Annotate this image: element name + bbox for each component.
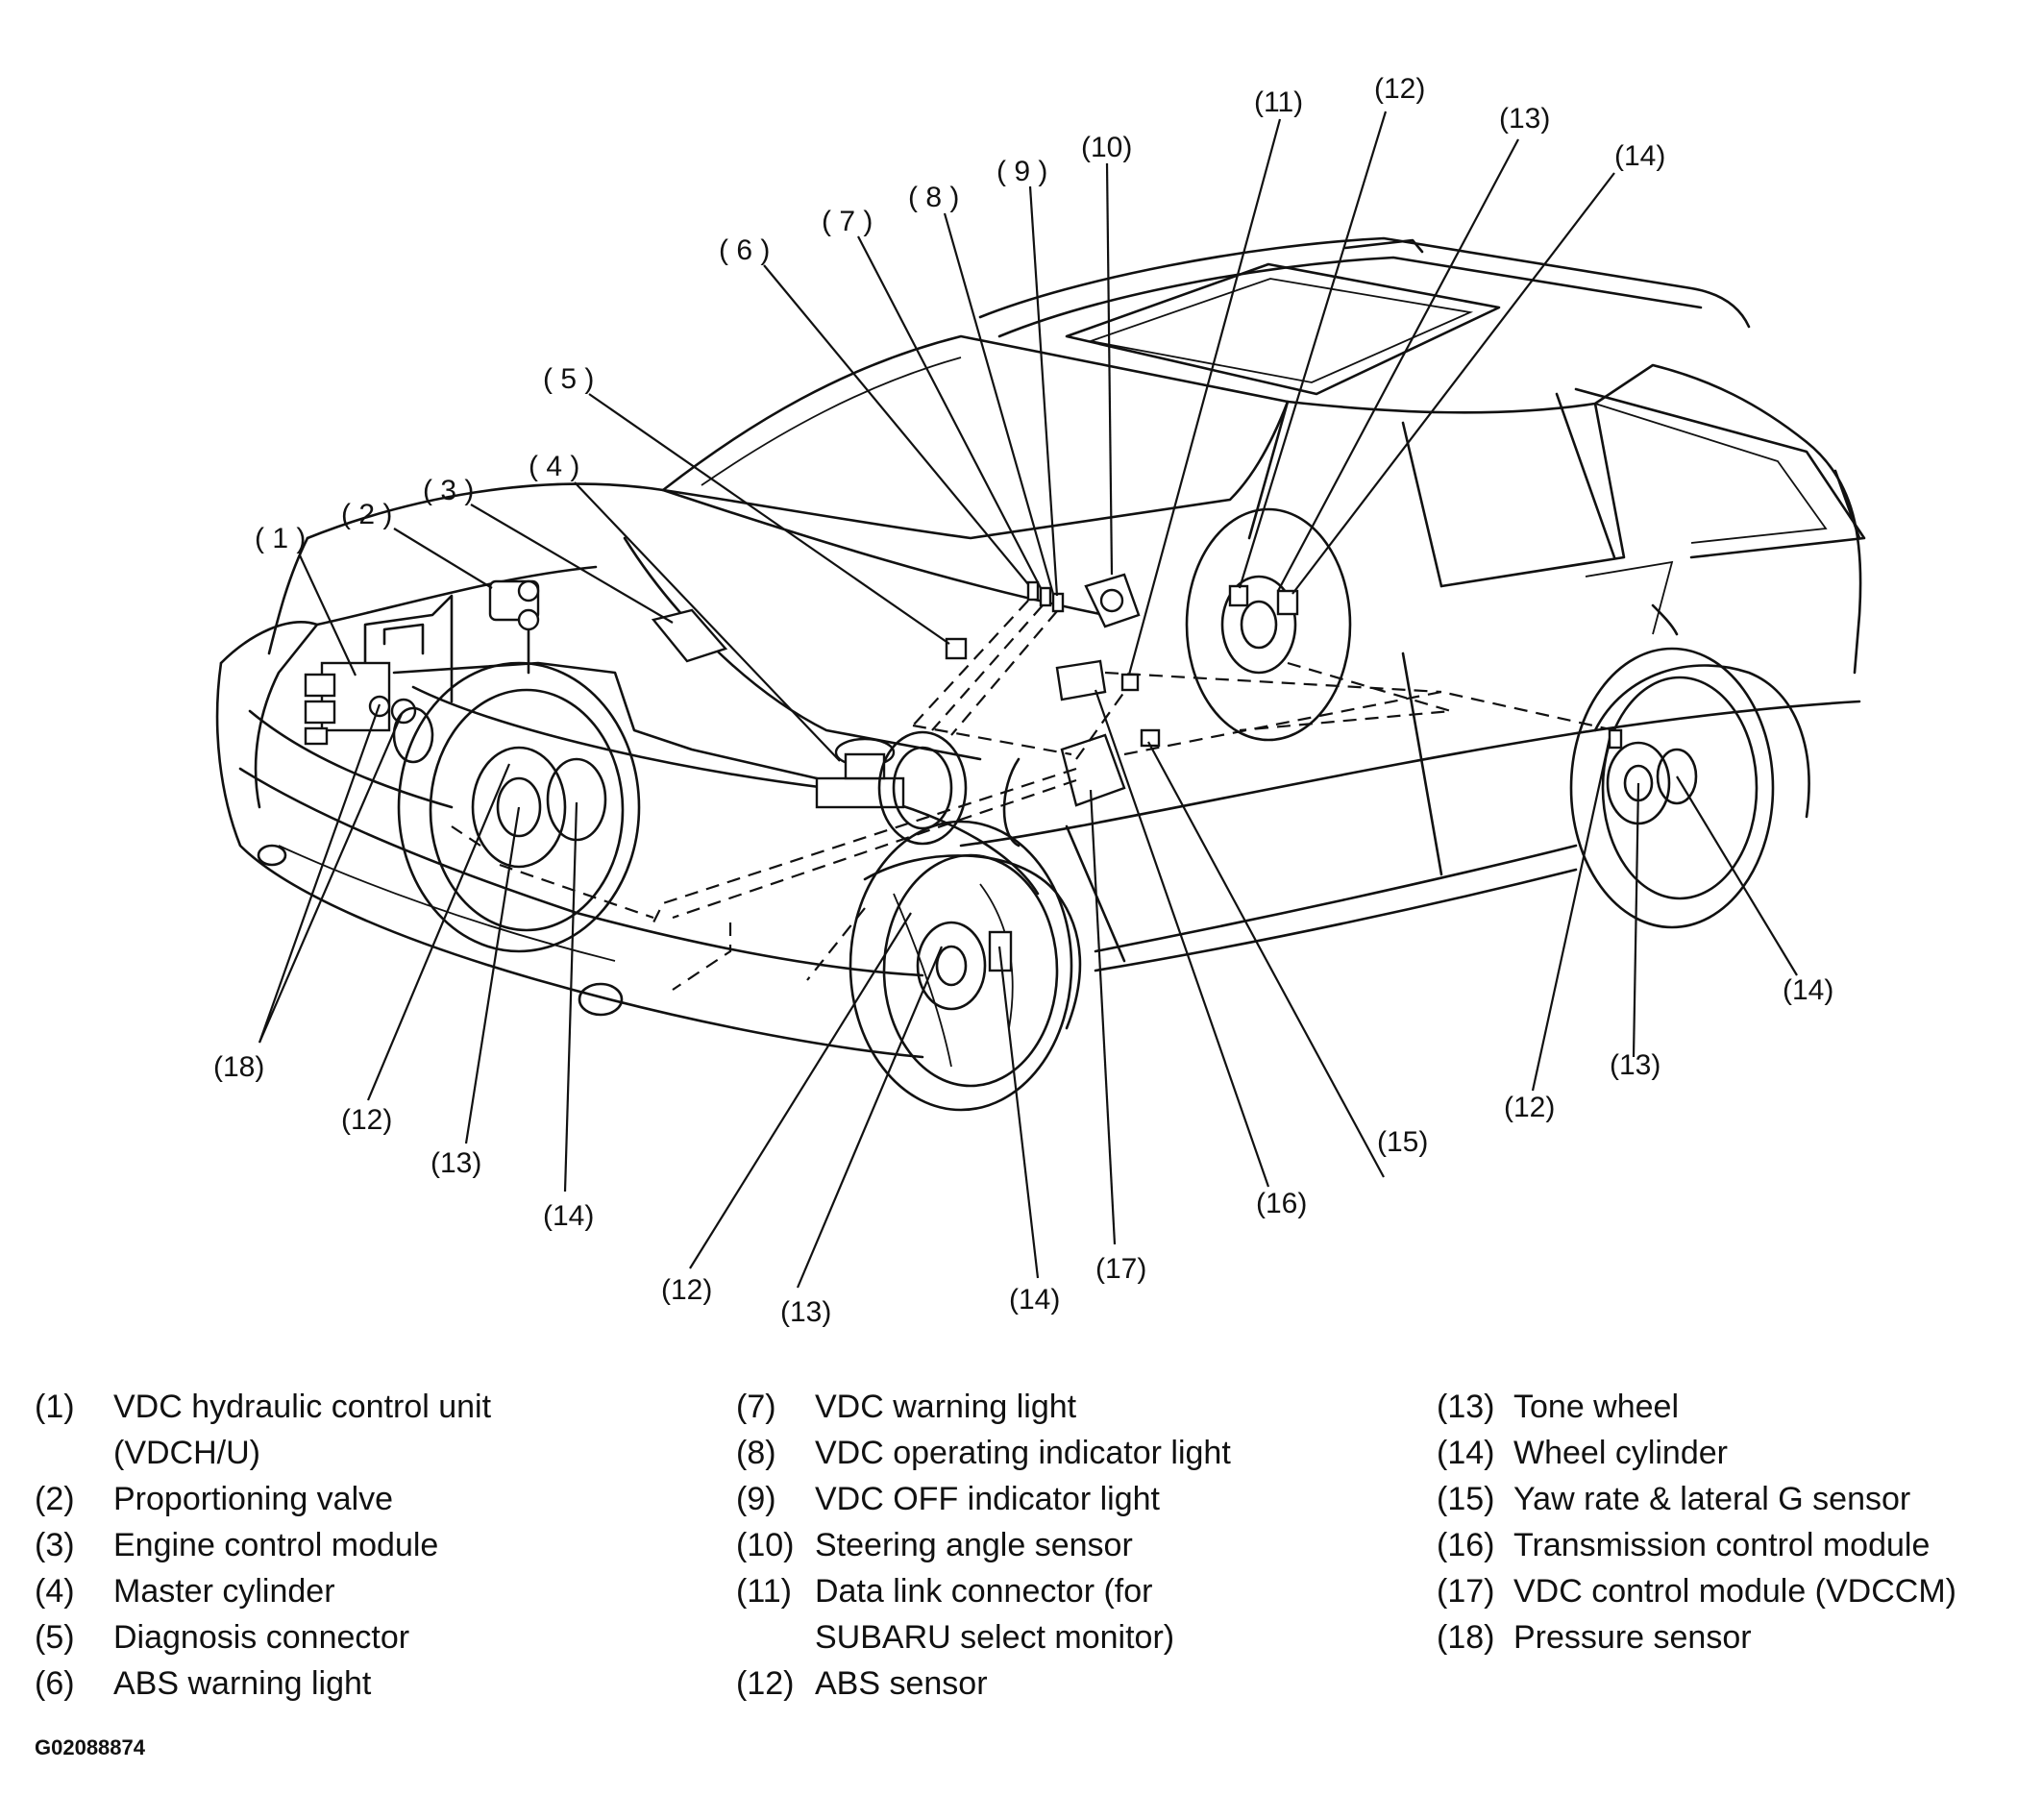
vdc-hydraulic-control-unit	[304, 661, 434, 764]
master-cylinder	[815, 730, 968, 846]
callout-2: ( 2 )	[341, 499, 392, 530]
callout-15: (15)	[1377, 1126, 1428, 1158]
legend-item: (VDCH/U)	[113, 1435, 260, 1471]
steering-angle-sensor	[1084, 573, 1141, 628]
callout-5: ( 5 )	[543, 363, 594, 395]
legend-item: SUBARU select monitor)	[815, 1619, 1175, 1656]
callout-1: ( 1 )	[255, 523, 306, 554]
callout-9: ( 9 )	[996, 156, 1047, 187]
legend-item: (10) Steering angle sensor	[736, 1527, 1133, 1563]
vdc-component-location-diagram: ( 1 ) ( 2 ) ( 3 ) ( 4 ) ( 5 ) ( 6 ) ( 7 …	[213, 73, 1866, 1328]
legend-item: (8) VDC operating indicator light	[736, 1435, 1231, 1471]
legend-item: (14) Wheel cylinder	[1437, 1435, 1728, 1471]
legend-item: (3) Engine control module	[35, 1527, 439, 1563]
callout-12-front-right: (12)	[661, 1274, 712, 1306]
callout-16: (16)	[1256, 1188, 1307, 1219]
transmission-control-module	[1055, 659, 1107, 701]
callout-12-rear: (12)	[1504, 1092, 1555, 1123]
legend-item: (7) VDC warning light	[736, 1389, 1077, 1425]
callout-8: ( 8 )	[908, 182, 959, 213]
legend-item: (9) VDC OFF indicator light	[736, 1481, 1160, 1517]
legend-item: (4) Master cylinder	[35, 1573, 335, 1610]
rear-left-wheel	[1185, 507, 1352, 742]
callout-13-rear: (13)	[1610, 1049, 1660, 1081]
front-left-wheel	[397, 661, 641, 953]
callout-10: (10)	[1081, 132, 1132, 163]
callout-6: ( 6 )	[719, 234, 770, 266]
legend-item: (12) ABS sensor	[736, 1665, 988, 1702]
callout-11-top: (11)	[1254, 86, 1303, 118]
diagnosis-connector	[945, 637, 968, 660]
legend-item: (2) Proportioning valve	[35, 1481, 394, 1517]
callout-13-front-left: (13)	[430, 1147, 481, 1179]
legend-item: (1) VDC hydraulic control unit	[35, 1389, 492, 1425]
legend-item: (5) Diagnosis connector	[35, 1619, 410, 1656]
legend-column-2: (7) VDC warning light (8) VDC operating …	[736, 1384, 1409, 1707]
callout-14-rear: (14)	[1783, 974, 1833, 1006]
legend-item: (17) VDC control module (VDCCM)	[1437, 1573, 1956, 1610]
callout-13-front-right: (13)	[780, 1296, 831, 1328]
legend-item: (6) ABS warning light	[35, 1665, 372, 1702]
legend-column-1: (1) VDC hydraulic control unit (VDCH/U) …	[35, 1384, 707, 1707]
figure-id: G02088874	[35, 1735, 145, 1759]
callout-14-front-left: (14)	[543, 1200, 594, 1232]
leader-lines	[258, 111, 1798, 1289]
warning-lights-cluster	[1026, 580, 1065, 613]
legend-column-3: (13) Tone wheel (14) Wheel cylinder (15)…	[1437, 1384, 2004, 1660]
wiring-harness	[451, 600, 1615, 991]
legend-item: (16) Transmission control module	[1437, 1527, 1931, 1563]
legend-item: (11) Data link connector (for	[736, 1573, 1153, 1610]
callout-12-front-left: (12)	[341, 1104, 392, 1136]
callout-labels: ( 1 ) ( 2 ) ( 3 ) ( 4 ) ( 5 ) ( 6 ) ( 7 …	[213, 73, 1833, 1328]
callout-18: (18)	[213, 1051, 264, 1083]
legend-item: (18) Pressure sensor	[1437, 1619, 1752, 1656]
legend-item: (13) Tone wheel	[1437, 1389, 1680, 1425]
callout-14-top: (14)	[1614, 140, 1665, 172]
callout-4: ( 4 )	[529, 451, 579, 482]
callout-14-front-right: (14)	[1009, 1284, 1060, 1316]
data-link-connector	[1120, 673, 1140, 692]
callout-17: (17)	[1095, 1253, 1146, 1285]
legend-item: (15) Yaw rate & lateral G sensor	[1437, 1481, 1911, 1517]
callout-13-top: (13)	[1499, 103, 1550, 135]
callout-12-top: (12)	[1374, 73, 1425, 105]
callout-3: ( 3 )	[423, 475, 474, 506]
front-right-wheel	[849, 820, 1073, 1112]
proportioning-valve	[488, 579, 540, 631]
callout-7: ( 7 )	[822, 206, 873, 237]
